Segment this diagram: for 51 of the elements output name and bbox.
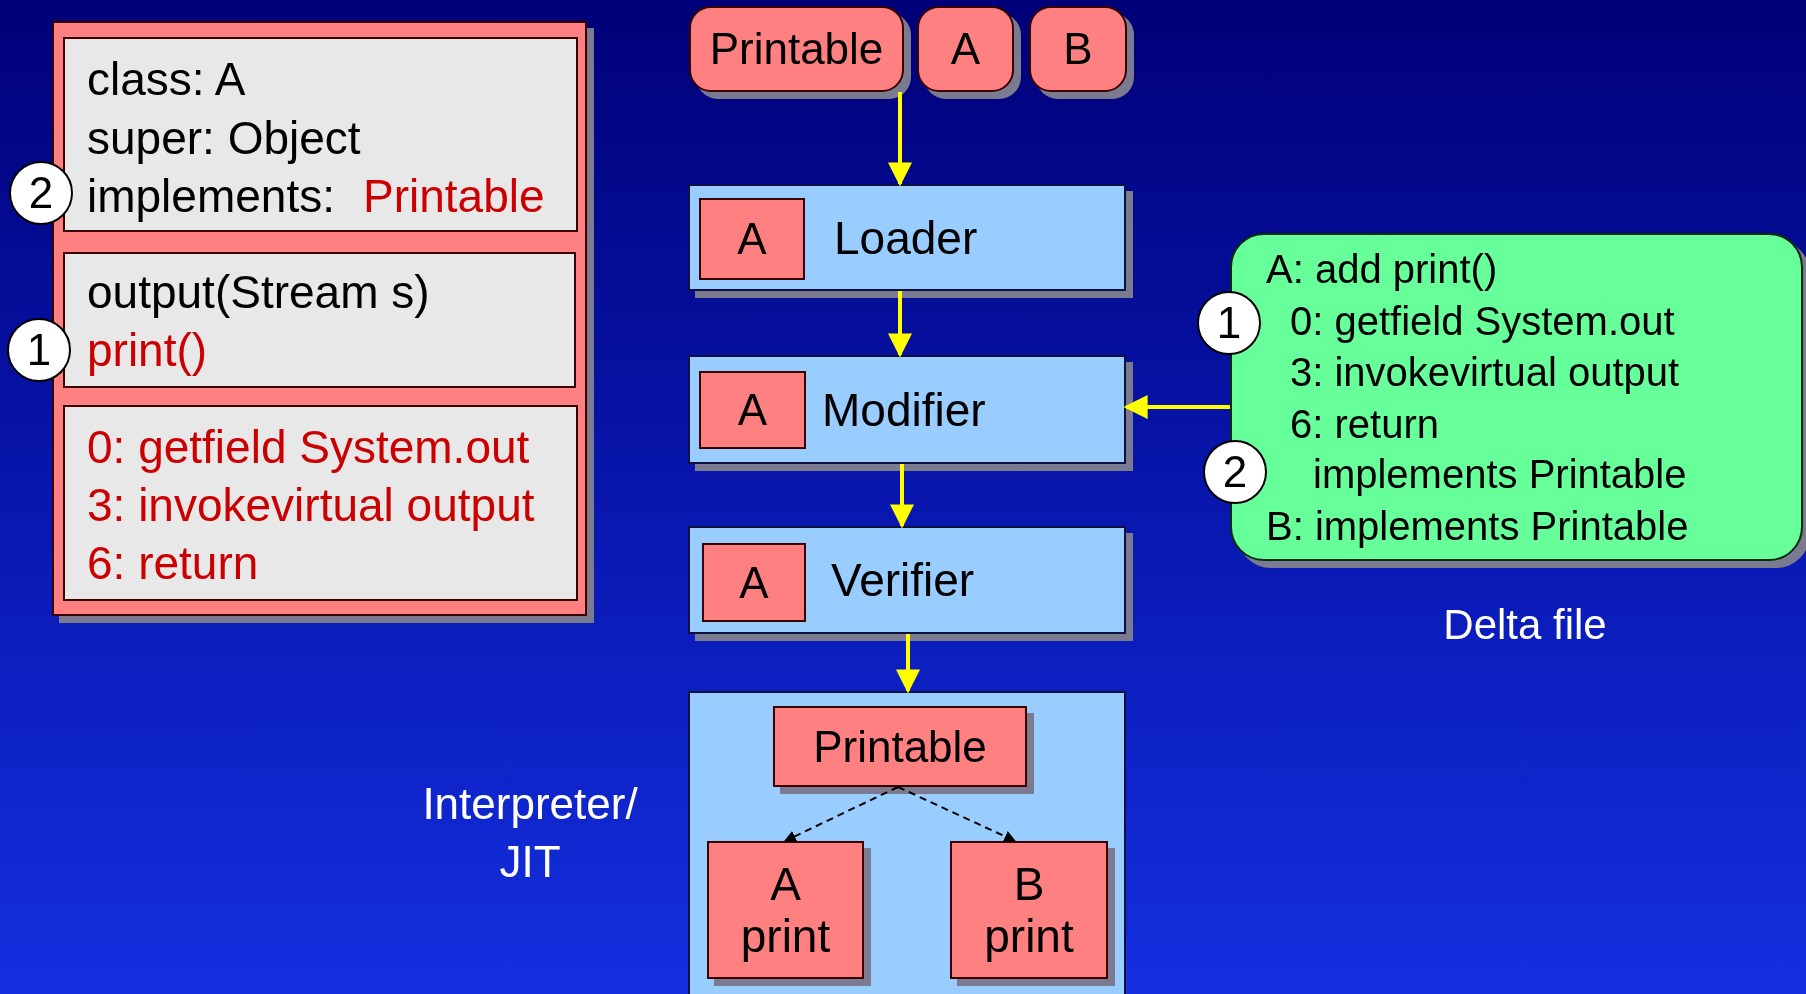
node-label: Modifier (822, 386, 986, 434)
code-text: A: add print() (1266, 246, 1498, 293)
dashed-arrow (897, 786, 1017, 842)
node-label: Delta file (1442, 600, 1608, 650)
arrow (896, 634, 920, 694)
runtime-box (688, 691, 1126, 994)
code-text: B: implements Printable (1266, 503, 1689, 550)
code-text: print() (87, 326, 208, 374)
number-circle (1203, 440, 1267, 504)
circle-number: 2 (1222, 448, 1248, 496)
arrow (888, 291, 912, 358)
code-text: class: A (87, 55, 246, 103)
code-text: 6: return (87, 539, 259, 587)
class-header-box (63, 37, 578, 232)
circle-number: 1 (26, 326, 52, 374)
node-label: B (1063, 25, 1093, 73)
number-circle (9, 161, 73, 225)
circle-number: 1 (1216, 299, 1242, 347)
node-label: A (950, 25, 981, 73)
code-text: Printable (363, 172, 545, 220)
code-text: 3: invokevirtual output (1290, 349, 1680, 396)
arrow (888, 92, 912, 187)
circle-number: 2 (28, 169, 54, 217)
bytecode-box (63, 405, 578, 601)
code-text: 0: getfield System.out (87, 423, 530, 471)
node-label: Verifier (831, 556, 975, 604)
number-circle (1197, 291, 1261, 355)
number-circle (7, 318, 71, 382)
node-label: A (737, 386, 768, 434)
arrow (890, 464, 914, 529)
node-label: Printable (709, 25, 884, 73)
node-label: B print (983, 858, 1075, 962)
node-label: A (739, 558, 769, 607)
class-box (702, 543, 806, 622)
node-label: Interpreter/ JIT (421, 778, 639, 888)
arrow (1123, 395, 1230, 419)
node-label: A print (739, 858, 832, 962)
code-text: output(Stream s) (87, 268, 430, 316)
dashed-arrow (783, 786, 899, 842)
method-list-box (63, 252, 576, 388)
code-text: 3: invokevirtual output (87, 481, 535, 529)
node-label: A (737, 215, 767, 263)
class-box (699, 198, 805, 280)
node-label: Printable (813, 722, 987, 771)
code-text: implements Printable (1313, 451, 1687, 498)
node-label: Loader (834, 214, 978, 262)
code-text: 0: getfield System.out (1290, 298, 1675, 345)
code-text: implements: (87, 172, 335, 220)
class-box (699, 371, 806, 449)
code-text: 6: return (1290, 401, 1439, 448)
code-text: super: Object (87, 114, 361, 162)
